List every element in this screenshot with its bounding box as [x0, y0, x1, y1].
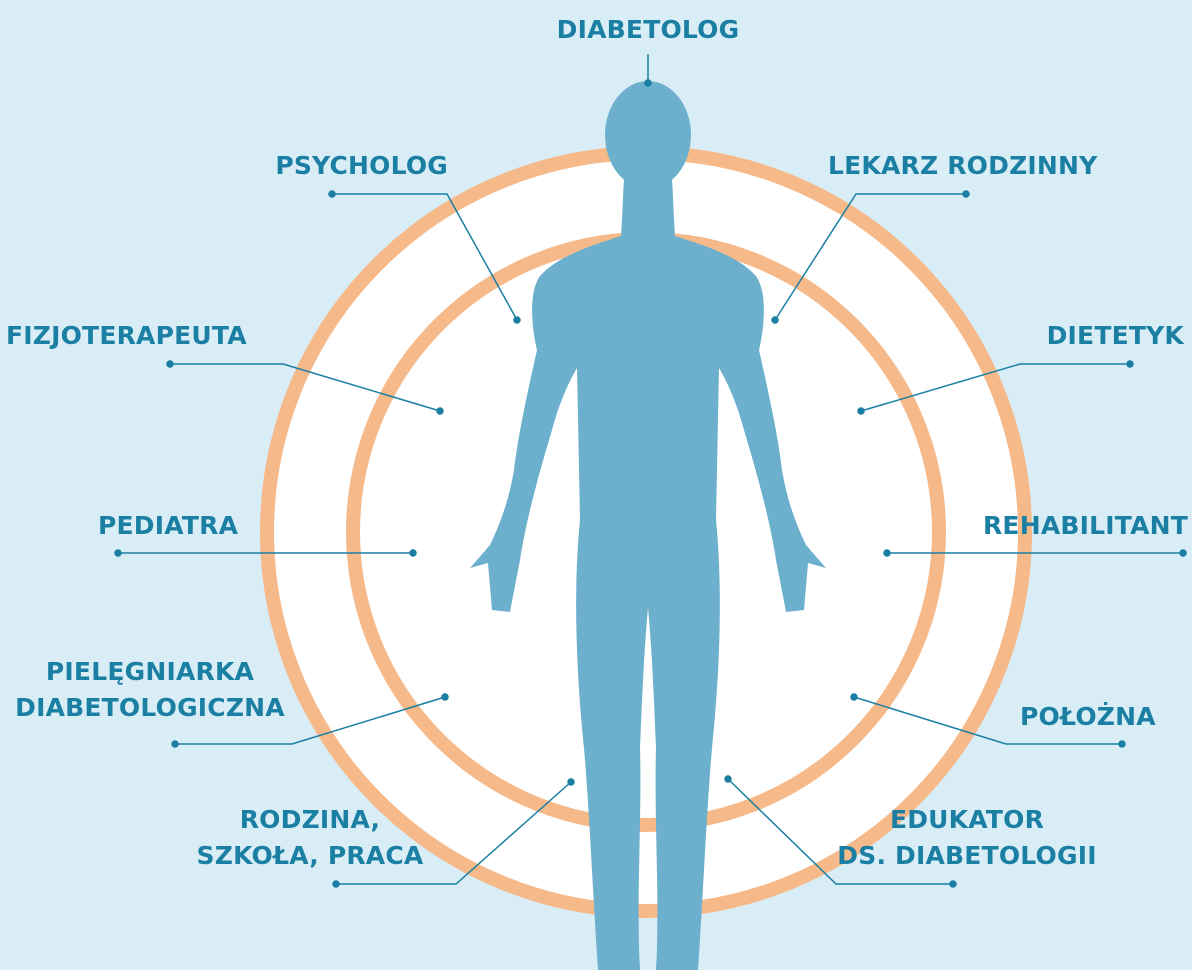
- leader-dot-lekarz-end: [772, 317, 778, 323]
- label-polozna: POŁOŻNA: [1020, 699, 1180, 735]
- label-pielegniarka-line1: PIELĘGNIARKA: [0, 654, 300, 690]
- label-rodzina-line2: SZKOŁA, PRACA: [180, 838, 440, 874]
- leader-dot-edukator: [725, 776, 731, 782]
- label-dietetyk-text: DIETETYK: [990, 318, 1184, 354]
- label-lekarz-rodzinny: LEKARZ RODZINNY: [828, 148, 1128, 184]
- leader-dot-rehabilitant-end: [1180, 550, 1186, 556]
- label-psycholog-text: PSYCHOLOG: [236, 148, 448, 184]
- label-rodzina-szkola-praca: RODZINA, SZKOŁA, PRACA: [180, 802, 440, 874]
- label-diabetolog-text: DIABETOLOG: [548, 12, 748, 48]
- label-edukator-line1: EDUKATOR: [836, 802, 1098, 838]
- leader-dot-polozna: [851, 694, 857, 700]
- label-fizjoterapeuta: FIZJOTERAPEUTA: [6, 318, 296, 354]
- leader-dot-rodzina-end: [568, 779, 574, 785]
- leader-dot-lekarz: [963, 191, 969, 197]
- label-pediatra-text: PEDIATRA: [98, 508, 298, 544]
- leader-dot-pielegniarka: [172, 741, 178, 747]
- label-rehabilitant-text: REHABILITANT: [950, 508, 1188, 544]
- label-dietetyk: DIETETYK: [990, 318, 1184, 354]
- label-rehabilitant: REHABILITANT: [950, 508, 1188, 544]
- label-edukator-line2: DS. DIABETOLOGII: [836, 838, 1098, 874]
- label-edukator-ds-diabetologii: EDUKATOR DS. DIABETOLOGII: [836, 802, 1098, 874]
- leader-dot-edukator-end: [950, 881, 956, 887]
- label-psycholog: PSYCHOLOG: [236, 148, 448, 184]
- label-pielegniarka-diabetologiczna: PIELĘGNIARKA DIABETOLOGICZNA: [0, 654, 300, 726]
- leader-dot-psycholog: [329, 191, 335, 197]
- leader-dot-fizjoterapeuta-end: [437, 408, 443, 414]
- leader-dot-polozna-end: [1119, 741, 1125, 747]
- label-pediatra: PEDIATRA: [98, 508, 298, 544]
- leader-dot-diabetolog: [645, 80, 651, 86]
- leader-dot-rehabilitant: [884, 550, 890, 556]
- leader-dot-fizjoterapeuta: [167, 361, 173, 367]
- label-diabetolog: DIABETOLOG: [548, 12, 748, 48]
- label-pielegniarka-line2: DIABETOLOGICZNA: [0, 690, 300, 726]
- leader-dot-pediatra: [115, 550, 121, 556]
- leader-dot-rodzina: [333, 881, 339, 887]
- label-rodzina-line1: RODZINA,: [180, 802, 440, 838]
- label-lekarz-rodzinny-text: LEKARZ RODZINNY: [828, 148, 1128, 184]
- leader-dot-pediatra-end: [410, 550, 416, 556]
- leader-dot-dietetyk-end: [858, 408, 864, 414]
- label-polozna-text: POŁOŻNA: [1020, 699, 1180, 735]
- leader-dot-dietetyk: [1127, 361, 1133, 367]
- leader-dot-pielegniarka-end: [442, 694, 448, 700]
- leader-dot-psycholog-end: [514, 317, 520, 323]
- label-fizjoterapeuta-text: FIZJOTERAPEUTA: [6, 318, 296, 354]
